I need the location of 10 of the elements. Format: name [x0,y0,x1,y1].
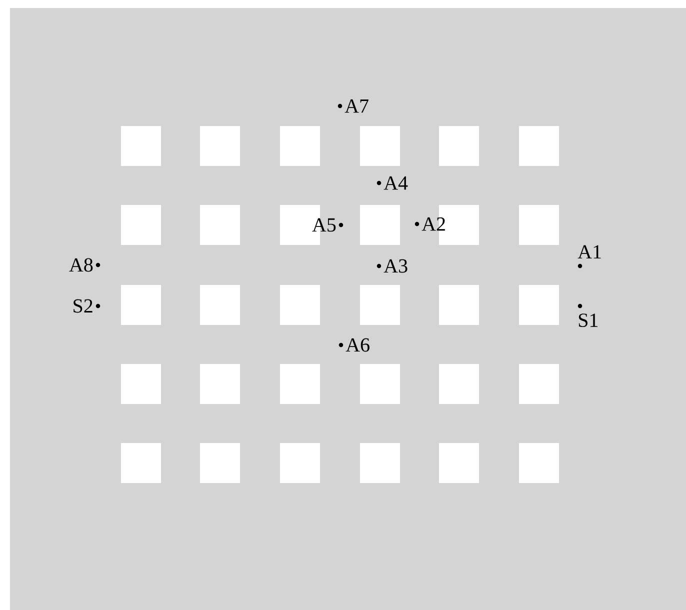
point-label: A2 [422,217,445,231]
point-label: S1 [578,314,598,328]
point-label: A6 [346,338,370,352]
point-label: A7 [344,99,368,113]
point-label: A5 [312,218,336,232]
point-label: A3 [384,259,408,273]
point-label: A8 [69,258,93,272]
point-label: A1 [578,245,601,258]
point-label: S2 [74,299,92,313]
point-label: A4 [384,176,408,190]
